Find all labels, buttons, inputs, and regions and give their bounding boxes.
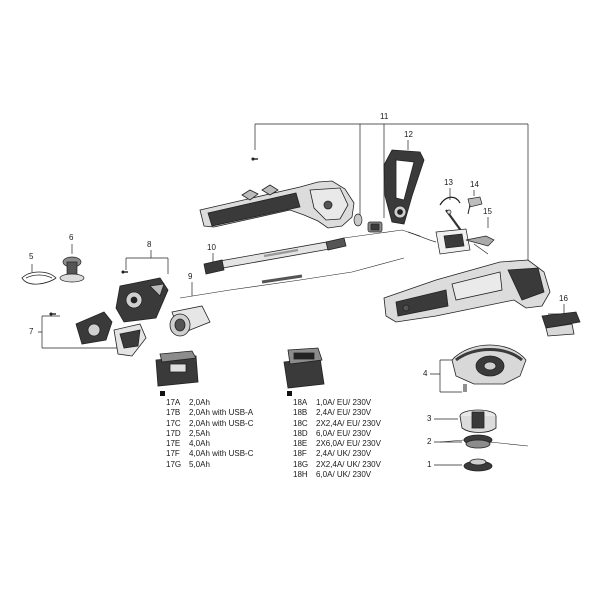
charger-code: 18B (293, 408, 308, 418)
charger-variant-list: 18A 1,0A/ EU/ 230V 18B 2,4A/ EU/ 230V 18C 2… (293, 398, 381, 480)
battery-marker (160, 391, 165, 396)
screw-part (251, 157, 258, 161)
charger-variant-row: 18G 2X2,4A/ UK/ 230V (293, 460, 381, 470)
battery-desc: 2,0Ah with USB-C (189, 418, 254, 428)
battery-variant-row: 17D 2,5Ah (166, 429, 253, 439)
callout-10: 10 (207, 243, 216, 252)
gearhead-part (75, 311, 147, 357)
battery-code: 17C (166, 418, 181, 428)
charger-desc: 2X2,4A/ EU/ 230V (316, 418, 381, 428)
battery-variant-row: 17B 2,0Ah with USB-A (166, 408, 253, 418)
charger-desc: 6,0A/ UK/ 230V (316, 470, 372, 480)
wire-guard-part (21, 271, 57, 285)
screw-part (121, 270, 128, 274)
charger-code: 18A (293, 398, 308, 407)
switch-part (407, 228, 495, 255)
callout-12: 12 (404, 130, 413, 139)
battery-desc: 2,0Ah with USB-A (189, 408, 254, 418)
line-spool-part (439, 434, 529, 449)
knob-part (59, 256, 85, 283)
callout-1: 1 (427, 460, 432, 469)
charger-desc: 2X2,4A/ UK/ 230V (316, 459, 381, 469)
charger-marker (287, 391, 292, 396)
battery-code: 17E (166, 439, 181, 449)
callout-9: 9 (188, 272, 193, 281)
battery-code: 17B (166, 408, 181, 418)
callout-8: 8 (147, 240, 152, 249)
charger-desc: 2,4A/ EU/ 230V (316, 408, 372, 418)
charger-variant-row: 18H 6,0A/ UK/ 230V (293, 470, 381, 480)
cable-part (179, 257, 405, 299)
spool-housing-part (459, 409, 497, 433)
battery-variant-row: 17E 4,0Ah (166, 439, 253, 449)
charger-code: 18C (293, 418, 308, 428)
spring-clip-part (439, 196, 463, 233)
charger-variant-row: 18F 2,4A/ UK/ 230V (293, 449, 381, 459)
battery-part (155, 350, 199, 387)
battery-code: 17F (166, 449, 180, 459)
battery-desc: 2,0Ah (189, 398, 210, 407)
callout-15: 15 (483, 207, 492, 216)
battery-desc: 2,5Ah (189, 428, 210, 438)
spool-cap-part (463, 458, 493, 472)
latch-part (467, 196, 483, 215)
callout-4: 4 (423, 369, 428, 378)
motor-housing-part (115, 277, 169, 323)
charger-variant-row: 18C 2X2,4A/ EU/ 230V (293, 419, 381, 429)
callout-13: 13 (444, 178, 453, 187)
charger-variant-row: 18E 2X6,0A/ EU/ 230V (293, 439, 381, 449)
charger-part (283, 347, 325, 389)
charger-code: 18E (293, 439, 308, 449)
charger-code: 18G (293, 459, 309, 469)
charger-variant-row: 18A 1,0A/ EU/ 230V (293, 398, 381, 408)
callout-6: 6 (69, 233, 74, 242)
shaft-tube-part (203, 229, 421, 275)
charger-desc: 6,0A/ EU/ 230V (316, 428, 372, 438)
battery-variant-list: 17A 2,0Ah 17B 2,0Ah with USB-A 17C 2,0Ah wi… (166, 398, 253, 470)
battery-desc: 4,0Ah with USB-C (189, 449, 254, 459)
upper-housing-part (199, 180, 355, 229)
guard-part (451, 344, 527, 392)
callout-16: 16 (559, 294, 568, 303)
screw-part (49, 312, 56, 316)
charger-code: 18F (293, 449, 307, 459)
callout-5: 5 (29, 252, 34, 261)
auxiliary-handle-part (383, 149, 425, 225)
battery-desc: 4,0Ah (189, 439, 210, 449)
clip-part (541, 311, 581, 337)
charger-desc: 2,4A/ UK/ 230V (316, 449, 372, 459)
battery-variant-row: 17G 5,0Ah (166, 460, 253, 470)
battery-code: 17D (166, 428, 181, 438)
callout-11: 11 (380, 112, 389, 121)
callout-7: 7 (29, 327, 34, 336)
battery-variant-row: 17F 4,0Ah with USB-C (166, 449, 253, 459)
callout-14: 14 (470, 180, 479, 189)
callout-3: 3 (427, 414, 432, 423)
battery-variant-row: 17C 2,0Ah with USB-C (166, 419, 253, 429)
battery-code: 17A (166, 398, 181, 407)
gear-part (353, 213, 383, 233)
motor-part (169, 305, 211, 337)
callout-2: 2 (427, 437, 432, 446)
battery-variant-row: 17A 2,0Ah (166, 398, 253, 408)
charger-desc: 1,0A/ EU/ 230V (316, 398, 372, 407)
assembled-trimmer-part (383, 259, 551, 323)
charger-code: 18D (293, 428, 308, 438)
charger-code: 18H (293, 470, 308, 480)
charger-variant-row: 18D 6,0A/ EU/ 230V (293, 429, 381, 439)
battery-code: 17G (166, 459, 182, 469)
battery-desc: 5,0Ah (189, 459, 210, 469)
charger-variant-row: 18B 2,4A/ EU/ 230V (293, 408, 381, 418)
charger-desc: 2X6,0A/ EU/ 230V (316, 439, 381, 449)
